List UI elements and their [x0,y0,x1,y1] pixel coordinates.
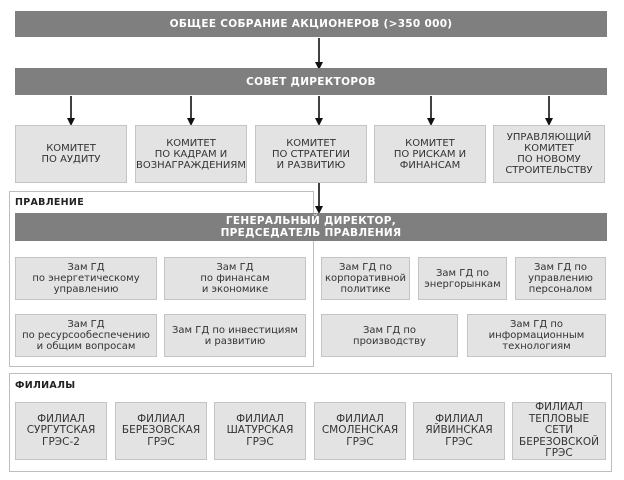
board-of-directors: СОВЕТ ДИРЕКТОРОВ [15,68,607,95]
deputy-it: Зам ГД по информационным технологиям [467,314,606,357]
branch-yaiva: ФИЛИАЛ ЯЙВИНСКАЯ ГРЭС [413,402,505,460]
branch-surgut: ФИЛИАЛ СУРГУТСКАЯ ГРЭС-2 [15,402,107,460]
branch-heat-networks: ФИЛИАЛ ТЕПЛОВЫЕ СЕТИ БЕРЕЗОВСКОЙ ГРЭС [512,402,606,460]
deputy-energy-markets: Зам ГД по энергорынкам [418,257,507,300]
general-director: ГЕНЕРАЛЬНЫЙ ДИРЕКТОР, ПРЕДСЕДАТЕЛЬ ПРАВЛ… [15,213,607,241]
committee-hr-remuneration: КОМИТЕТ ПО КАДРАМ И ВОЗНАГРАЖДЕНИЯМ [135,125,247,183]
deputy-personnel: Зам ГД по управлению персоналом [515,257,606,300]
branch-shatura: ФИЛИАЛ ШАТУРСКАЯ ГРЭС [214,402,306,460]
deputy-resources-general: Зам ГД по ресурсообеспечению и общим воп… [15,314,157,357]
branch-berezovskaya: ФИЛИАЛ БЕРЕЗОВСКАЯ ГРЭС [115,402,207,460]
deputy-finance-economics: Зам ГД по финансам и экономике [164,257,306,300]
deputy-corporate-policy: Зам ГД по корпоративной политике [321,257,410,300]
deputy-production: Зам ГД по производству [321,314,458,357]
management-board-label: ПРАВЛЕНИЕ [15,197,84,208]
committee-risk-finance: КОМИТЕТ ПО РИСКАМ И ФИНАНСАМ [374,125,486,183]
branches-frame [9,373,612,472]
committee-audit: КОМИТЕТ ПО АУДИТУ [15,125,127,183]
deputy-energy-management: Зам ГД по энергетическому управлению [15,257,157,300]
committee-strategy: КОМИТЕТ ПО СТРАТЕГИИ И РАЗВИТИЮ [255,125,367,183]
branch-smolensk: ФИЛИАЛ СМОЛЕНСКАЯ ГРЭС [314,402,406,460]
committee-new-construction: УПРАВЛЯЮЩИЙ КОМИТЕТ ПО НОВОМУ СТРОИТЕЛЬС… [493,125,605,183]
branches-label: ФИЛИАЛЫ [15,380,76,391]
management-board-frame [9,191,314,367]
shareholders-meeting: ОБЩЕЕ СОБРАНИЕ АКЦИОНЕРОВ (>350 000) [15,11,607,37]
deputy-investments-development: Зам ГД по инвестициям и развитию [164,314,306,357]
